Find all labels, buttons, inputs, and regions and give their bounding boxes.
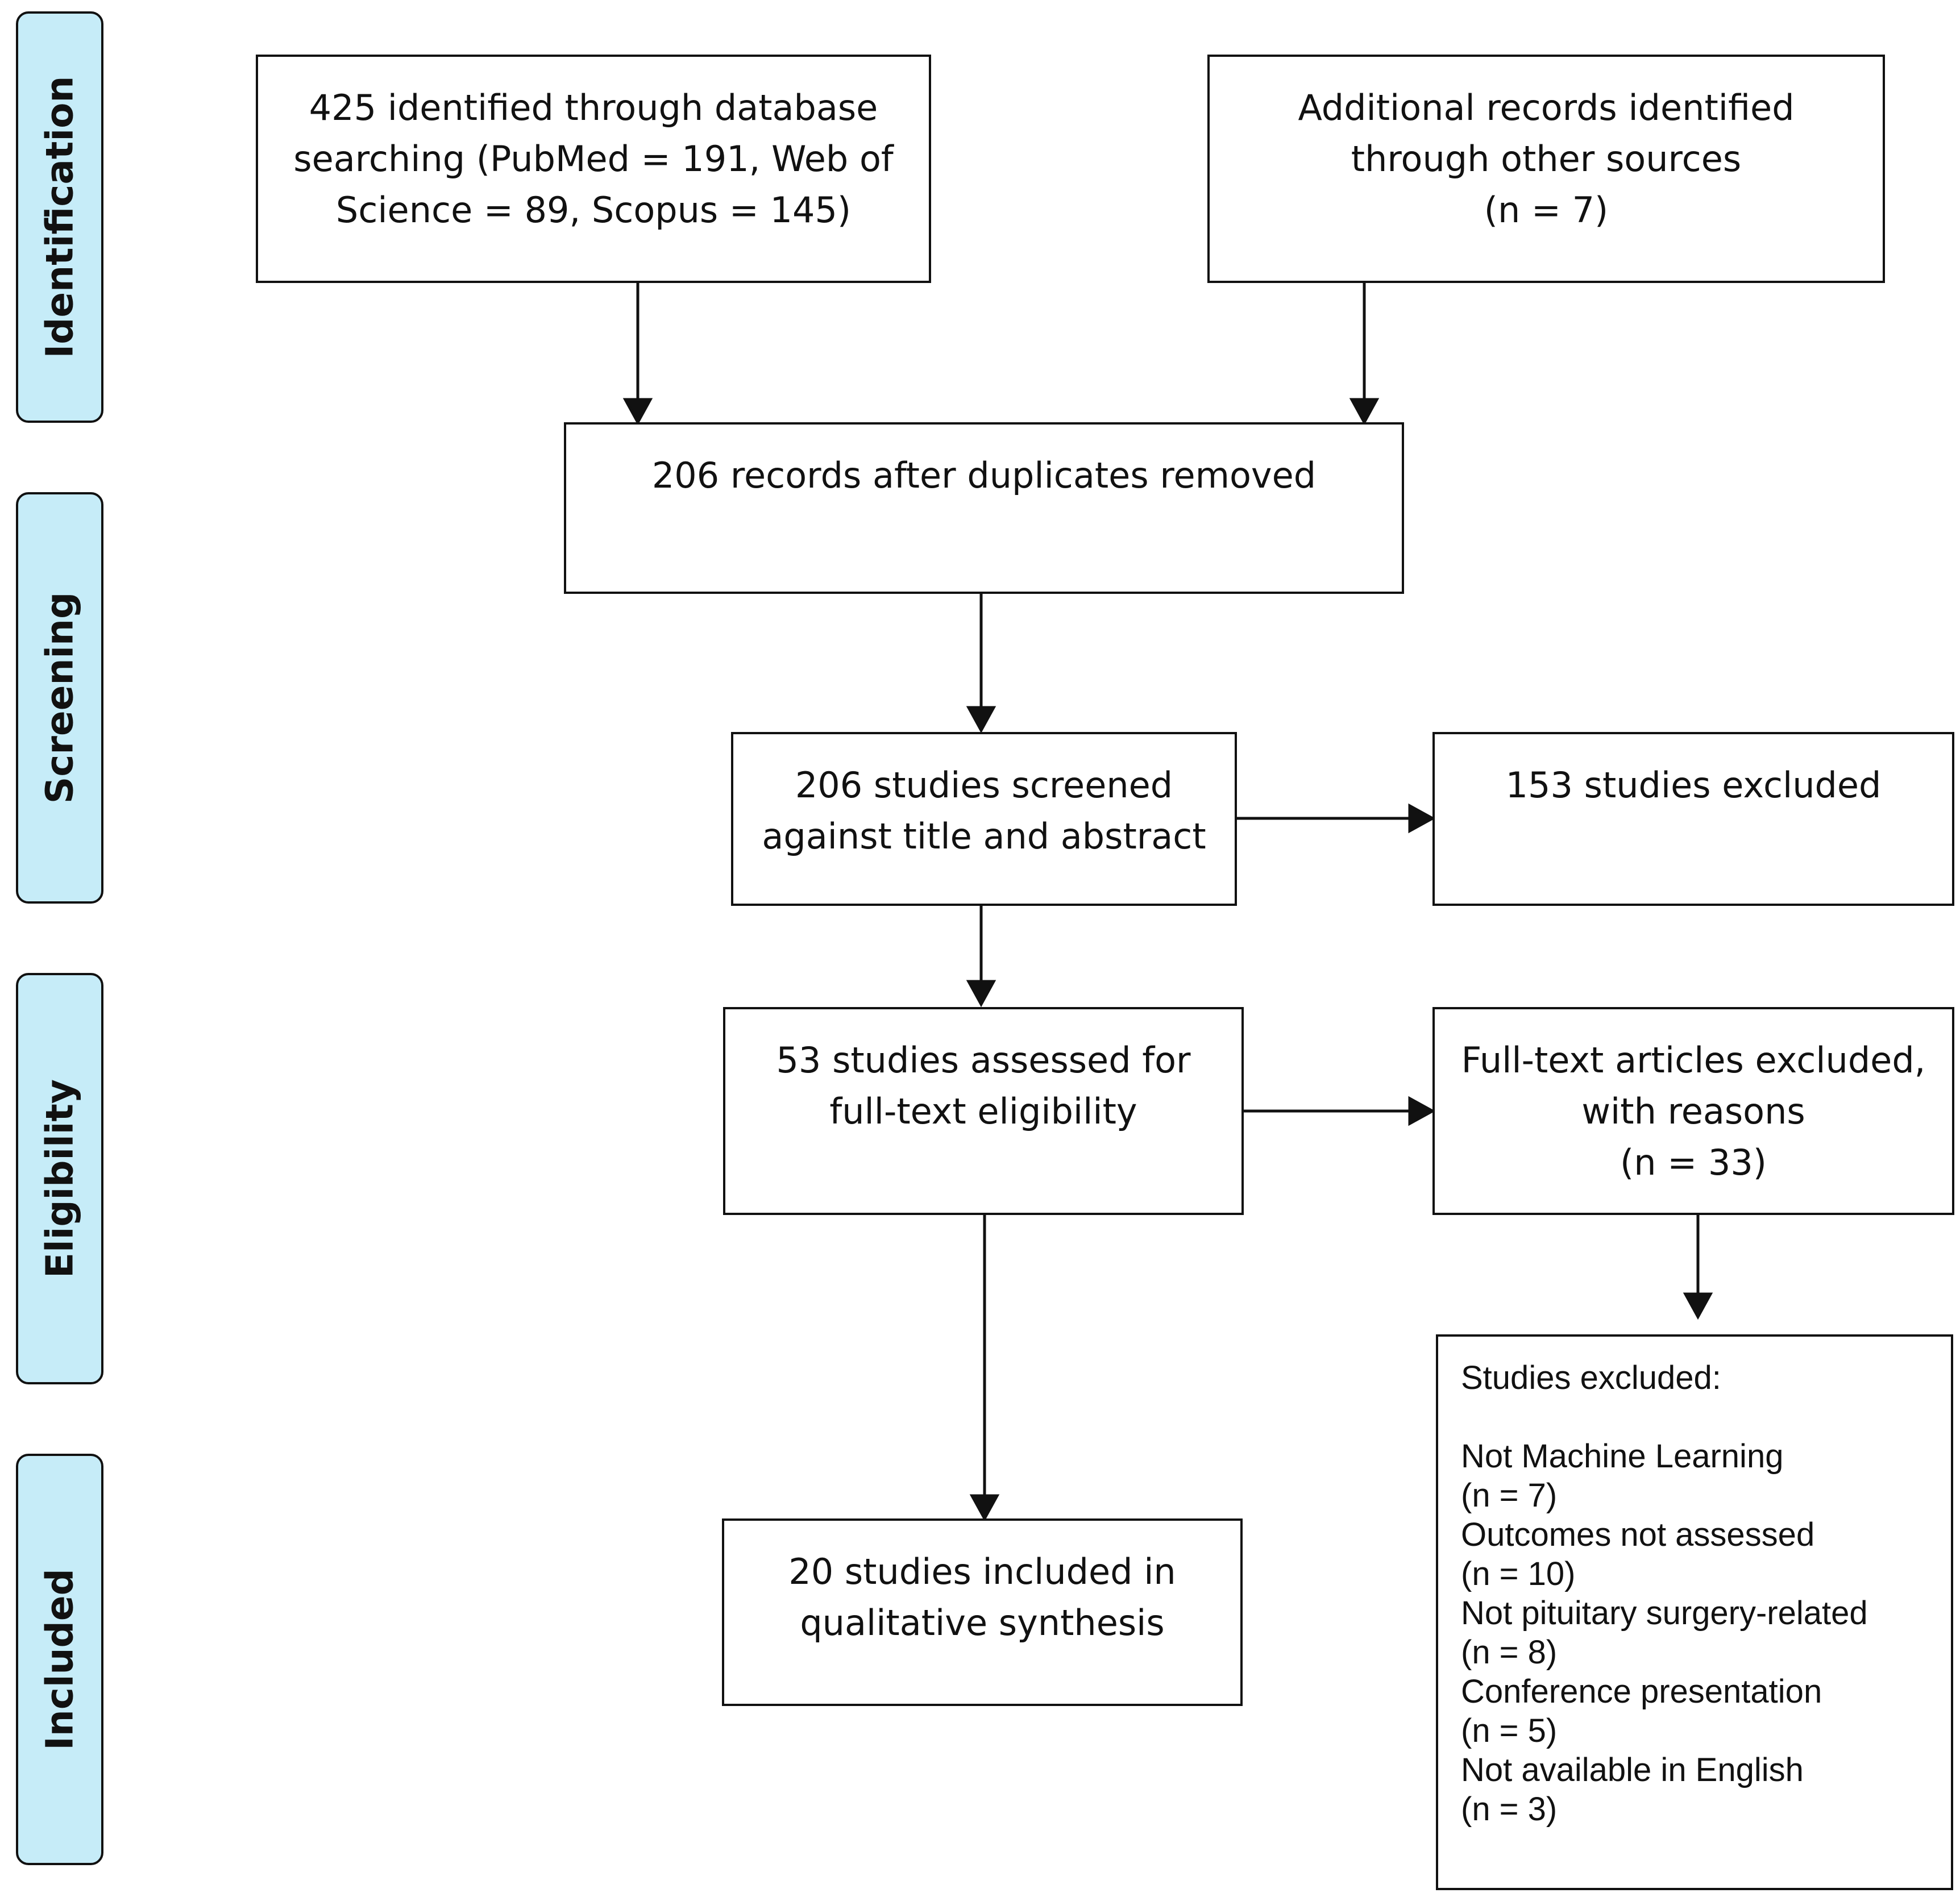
reason-line: (n = 5) — [1461, 1712, 1558, 1749]
reason-line: (n = 10) — [1461, 1555, 1576, 1592]
other-sources-box: Additional records identified through ot… — [1207, 55, 1885, 283]
box-line: 206 studies screened — [795, 764, 1173, 806]
reason-line: (n = 7) — [1461, 1477, 1558, 1514]
box-line: qualitative synthesis — [800, 1602, 1165, 1644]
stage-eligibility: Eligibility — [16, 973, 103, 1384]
reason-line: Outcomes not assessed — [1461, 1516, 1815, 1553]
box-line: 153 studies excluded — [1505, 764, 1882, 806]
stage-screening: Screening — [16, 492, 103, 904]
box-line: 53 studies assessed for — [776, 1039, 1191, 1081]
box-line: (n = 33) — [1620, 1142, 1767, 1183]
box-line: against title and abstract — [762, 816, 1206, 857]
box-line: 206 records after duplicates removed — [651, 455, 1317, 496]
reason-line: (n = 3) — [1461, 1791, 1558, 1828]
included-box: 20 studies included in qualitative synth… — [722, 1518, 1243, 1706]
exclusion-reasons-box: Studies excluded: Not Machine Learning (… — [1436, 1334, 1953, 1890]
box-line: Additional records identified — [1298, 87, 1795, 128]
box-line: Science = 89, Scopus = 145) — [335, 189, 852, 231]
stage-included: Included — [16, 1454, 103, 1865]
box-line: full-text eligibility — [829, 1091, 1137, 1132]
box-line: searching (PubMed = 191, Web of — [293, 138, 894, 180]
reason-line: Conference presentation — [1461, 1673, 1822, 1710]
box-line: with reasons — [1581, 1091, 1805, 1132]
database-search-box: 425 identified through database searchin… — [256, 55, 931, 283]
reason-line: Not available in English — [1461, 1751, 1804, 1788]
reason-line: Not Machine Learning — [1461, 1438, 1784, 1475]
full-text-assessed-box: 53 studies assessed for full-text eligib… — [723, 1007, 1244, 1215]
full-text-excluded-box: Full-text articles excluded, with reason… — [1432, 1007, 1954, 1215]
reason-line: (n = 8) — [1461, 1634, 1558, 1671]
after-duplicates-box: 206 records after duplicates removed — [564, 422, 1404, 594]
box-line: Full-text articles excluded, — [1461, 1039, 1926, 1081]
box-line: 425 identified through database — [309, 87, 878, 128]
reason-line: Not pituitary surgery-related — [1461, 1595, 1868, 1632]
stage-identification: Identification — [16, 11, 103, 423]
box-line: through other sources — [1351, 138, 1742, 180]
box-line: 20 studies included in — [788, 1551, 1176, 1592]
screen-excluded-box: 153 studies excluded — [1432, 732, 1954, 906]
reason-line — [1461, 1397, 1951, 1437]
screened-box: 206 studies screened against title and a… — [731, 732, 1237, 906]
box-line: (n = 7) — [1484, 189, 1609, 231]
reason-line: Studies excluded: — [1461, 1359, 1721, 1396]
